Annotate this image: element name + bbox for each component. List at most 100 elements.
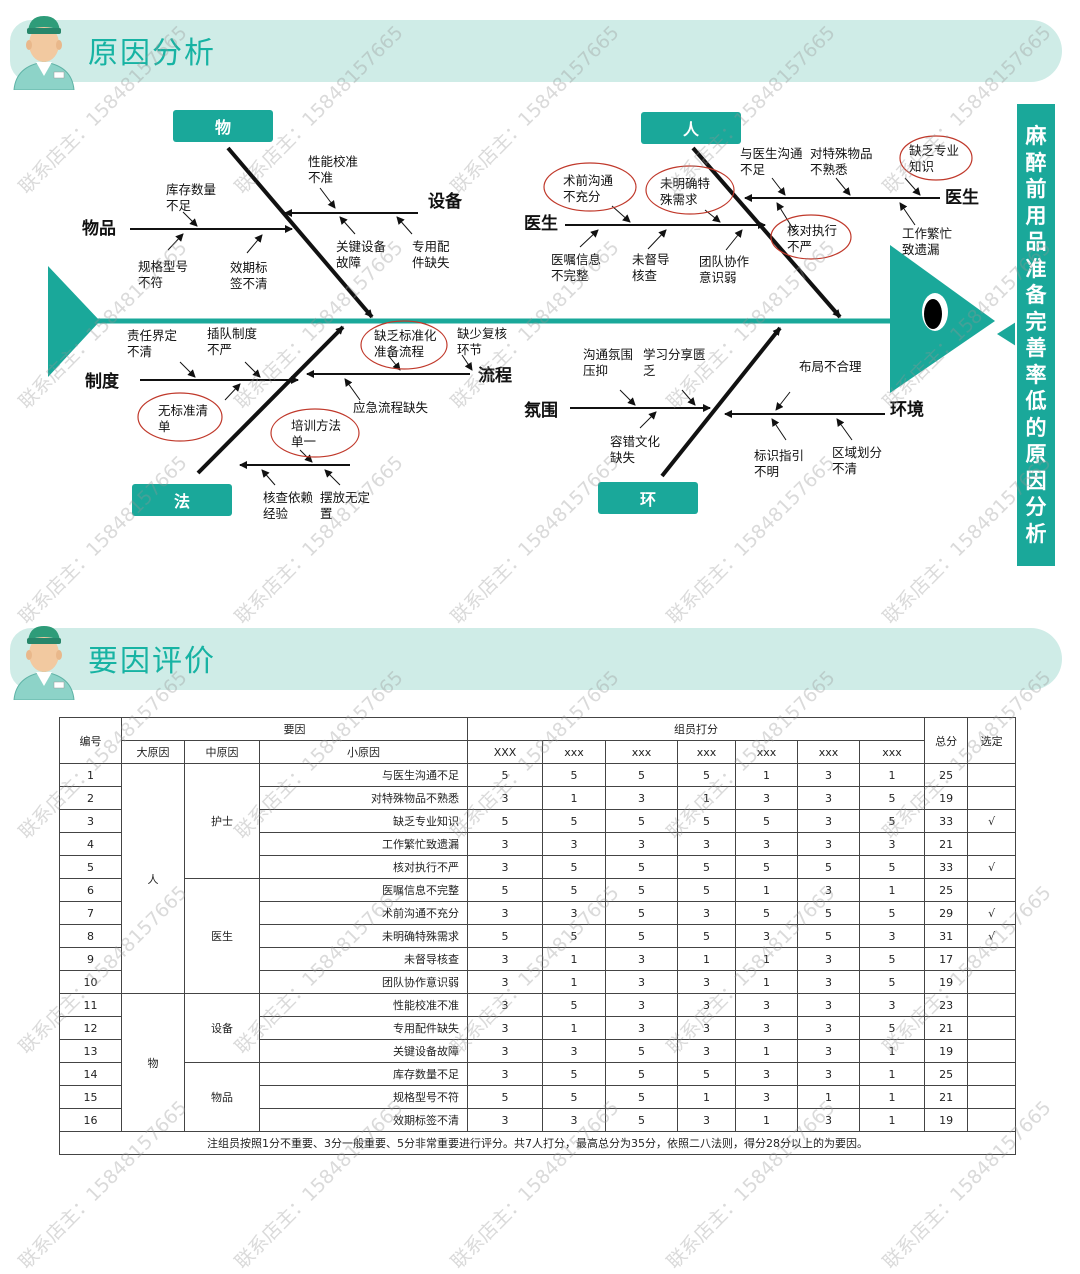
score-cell: 3 (605, 1016, 679, 1040)
score-cell: 3 (542, 1039, 607, 1063)
row-id: 15 (59, 1085, 122, 1109)
total-cell: 17 (924, 947, 969, 971)
score-cell: 5 (677, 924, 737, 948)
branch-fenwei: 氛围 (524, 400, 558, 421)
header-id: 编号 (59, 717, 122, 764)
total-cell: 25 (924, 878, 969, 902)
score-cell: 1 (677, 786, 737, 810)
small-cause: 规格型号不符 (258, 1085, 469, 1109)
score-cell: 3 (735, 1085, 799, 1109)
row-id: 11 (59, 993, 122, 1017)
selected-cell (967, 763, 1017, 787)
total-cell: 21 (924, 1085, 969, 1109)
score-cell: 5 (859, 970, 926, 994)
small-cause: 效期标签不清 (258, 1108, 469, 1132)
header-total: 总分 (924, 717, 969, 764)
selected-cell (967, 878, 1017, 902)
header-rater: xxx (797, 740, 861, 764)
score-cell: 5 (467, 924, 544, 948)
small-cause: 与医生沟通不足 (258, 763, 469, 787)
score-cell: 3 (797, 786, 861, 810)
score-cell: 3 (677, 1108, 737, 1132)
score-cell: 3 (859, 832, 926, 856)
score-cell: 3 (735, 924, 799, 948)
score-cell: 5 (859, 786, 926, 810)
cause-zeren: 责任界定不清 (127, 328, 177, 359)
row-id: 13 (59, 1039, 122, 1063)
total-cell: 19 (924, 786, 969, 810)
score-cell: 5 (467, 1085, 544, 1109)
header-mid-cause: 中原因 (184, 740, 260, 764)
score-cell: 5 (735, 855, 799, 879)
total-cell: 23 (924, 993, 969, 1017)
score-cell: 1 (735, 1108, 799, 1132)
total-cell: 19 (924, 1039, 969, 1063)
category-ren: 人 (683, 120, 700, 139)
score-cell: 5 (677, 763, 737, 787)
score-cell: 5 (542, 993, 607, 1017)
score-cell: 5 (797, 901, 861, 925)
total-cell: 31 (924, 924, 969, 948)
cause-peixun: 培训方法单一 (291, 418, 341, 449)
score-cell: 3 (677, 970, 737, 994)
cause-weiming: 未明确特殊需求 (660, 176, 710, 207)
score-cell: 1 (542, 1016, 607, 1040)
total-cell: 25 (924, 1062, 969, 1086)
total-cell: 33 (924, 809, 969, 833)
selected-cell: √ (967, 901, 1017, 925)
total-cell: 25 (924, 763, 969, 787)
score-cell: 1 (542, 970, 607, 994)
score-cell: 3 (605, 786, 679, 810)
score-cell: 3 (677, 901, 737, 925)
cause-fuhe: 缺少复核环节 (457, 326, 508, 357)
problem-title-char: 前 (1025, 177, 1047, 201)
doctor-avatar-icon (6, 620, 82, 701)
row-id: 16 (59, 1108, 122, 1132)
score-cell: 3 (467, 1062, 544, 1086)
selected-cell (967, 1016, 1017, 1040)
score-cell: 3 (467, 1039, 544, 1063)
cause-wubiao: 无标准清单 (158, 403, 208, 434)
selected-cell (967, 1039, 1017, 1063)
score-cell: 3 (467, 901, 544, 925)
score-cell: 1 (677, 1085, 737, 1109)
score-cell: 3 (797, 878, 861, 902)
cause-hedui: 核对执行不严 (787, 223, 837, 254)
score-cell: 3 (467, 832, 544, 856)
fish-tail (48, 266, 100, 377)
branch-huanjing: 环境 (890, 399, 924, 420)
cause-yizhu: 医嘱信息不完整 (551, 252, 601, 283)
score-cell: 3 (467, 947, 544, 971)
score-cell: 5 (859, 901, 926, 925)
selected-cell (967, 993, 1017, 1017)
header-cause: 要因 (120, 717, 469, 741)
selected-cell (967, 970, 1017, 994)
score-cell: 3 (542, 901, 607, 925)
row-id: 1 (59, 763, 122, 787)
score-cell: 3 (677, 832, 737, 856)
row-id: 5 (59, 855, 122, 879)
section-title: 原因分析 (88, 36, 216, 71)
score-cell: 1 (797, 1085, 861, 1109)
cause-tuandui: 团队协作意识弱 (699, 254, 750, 285)
mid-cause-equip: 设备 (184, 993, 260, 1063)
score-cell: 1 (859, 1085, 926, 1109)
score-cell: 5 (542, 855, 607, 879)
score-cell: 3 (467, 855, 544, 879)
score-cell: 5 (859, 809, 926, 833)
score-cell: 5 (542, 1062, 607, 1086)
cause-analysis-banner: 原因分析 (10, 20, 1062, 82)
header-rater: xxx (859, 740, 926, 764)
table-note: 注组员按照1分不重要、3分一般重要、5分非常重要进行评分。共7人打分，最高总分为… (58, 1131, 1017, 1155)
score-cell: 3 (735, 993, 799, 1017)
problem-title-char: 准 (1025, 256, 1047, 281)
header-rater: XXX (467, 740, 544, 764)
score-cell: 3 (735, 1062, 799, 1086)
score-cell: 1 (859, 1062, 926, 1086)
